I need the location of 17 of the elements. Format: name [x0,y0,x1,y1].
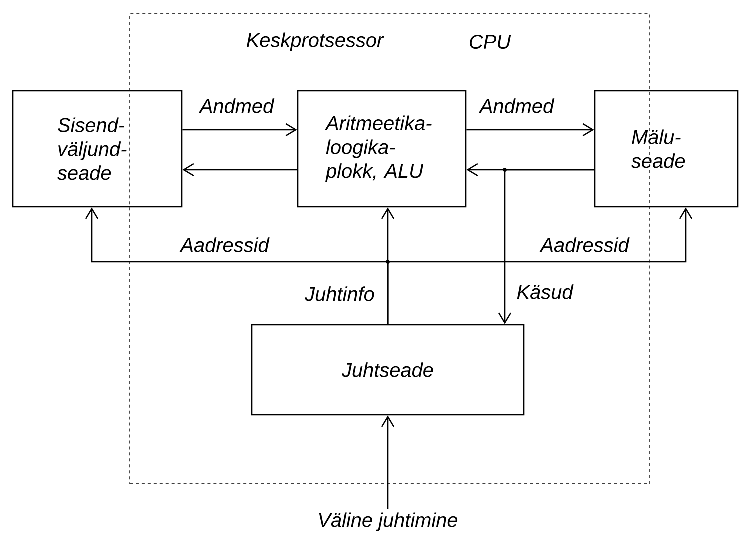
edge-label: Andmed [478,98,556,114]
arrow [387,208,693,324]
edge-label: Juhtinfo [304,286,376,302]
unit-box: Mälu- seade [594,90,739,208]
unit-box: Sisend- väljund- seade [12,90,183,208]
input-text: Väline juhtimine [319,512,458,532]
edge-label: Andmed [198,98,276,114]
arrow [381,416,395,510]
arrow [498,169,594,324]
edge-label: Käsud [516,284,574,300]
unit-box: Juhtseade [251,324,525,416]
arrow [182,123,298,137]
unit-box: Aritmeetika- loogika- plokk, ALU [297,90,467,208]
edge-label: Aadressid [540,236,630,254]
arrow [466,123,594,137]
arrow [182,163,298,177]
edge-label: Aadressid [180,236,270,254]
